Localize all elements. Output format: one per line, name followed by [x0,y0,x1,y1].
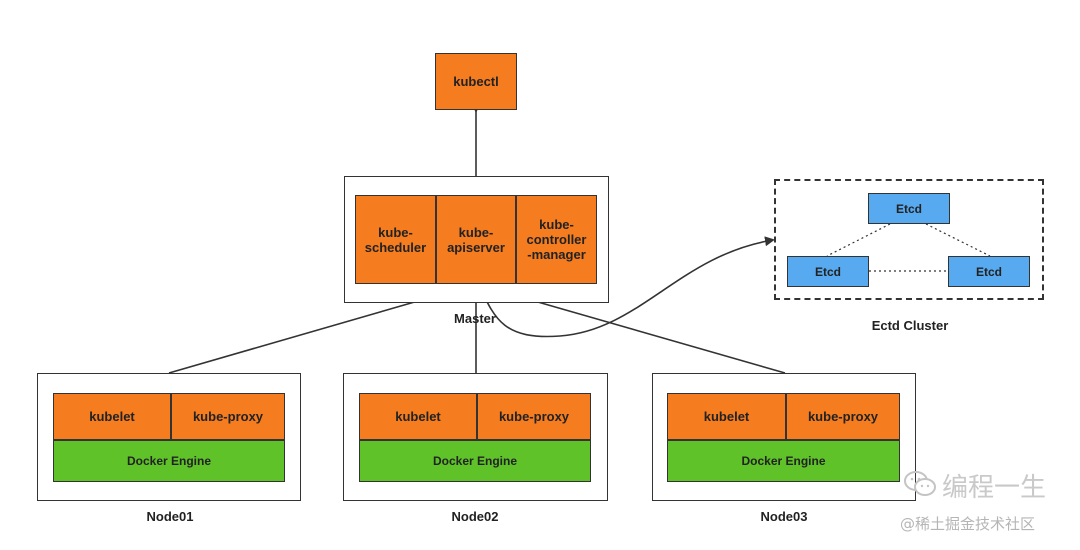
etcd-cluster-frame [774,179,1044,300]
kube-controller-manager-box: kube- controller -manager [516,195,597,284]
etcd-left-box: Etcd [787,256,869,287]
node03-kube-proxy-label: kube-proxy [807,409,879,424]
etcd-right-label: Etcd [975,264,1002,279]
etcd-top-box: Etcd [868,193,950,224]
node02-docker-engine-label: Docker Engine [432,454,518,468]
kube-apiserver-label: kube- apiserver [447,224,505,255]
node01-docker-engine-box: Docker Engine [53,440,285,482]
etcd-link-top-left [826,223,891,257]
node03-kubelet-label: kubelet [703,409,750,424]
node02-kube-proxy-box: kube-proxy [477,393,591,440]
kube-scheduler-label: kube- scheduler [364,224,427,255]
kube-apiserver-box: kube- apiserver [436,195,516,284]
node02-kubelet-label: kubelet [395,409,441,424]
etcd-top-label: Etcd [895,201,922,216]
etcd-left-label: Etcd [814,264,841,279]
etcd-link-top-right [925,223,991,257]
node01-caption: Node01 [146,509,194,524]
master-caption: Master [454,311,496,326]
node03-kubelet-box: kubelet [667,393,786,440]
kubectl-box: kubectl [435,53,517,110]
node01-kubelet-box: kubelet [53,393,171,440]
node03-docker-engine-box: Docker Engine [667,440,900,482]
wechat-icon [903,470,937,503]
watermark-subtitle: @稀土掘金技术社区 [900,515,1036,533]
node03-kube-proxy-box: kube-proxy [786,393,900,440]
apiserver-etcd-arrow [479,236,775,338]
kubectl-label: kubectl [453,74,499,89]
node01-kube-proxy-box: kube-proxy [171,393,285,440]
node01-kubelet-label: kubelet [89,409,135,424]
node03-docker-engine-label: Docker Engine [741,454,826,468]
node01-docker-engine-label: Docker Engine [126,454,212,468]
node02-caption: Node02 [451,509,499,524]
node02-kubelet-box: kubelet [359,393,477,440]
etcd-right-box: Etcd [948,256,1030,287]
node01-kube-proxy-label: kube-proxy [192,409,264,424]
kube-controller-manager-label: kube- controller -manager [526,217,587,262]
node02-docker-engine-box: Docker Engine [359,440,591,482]
node02-kube-proxy-label: kube-proxy [498,409,570,424]
watermark-title: 编程一生 [942,473,1047,503]
kube-scheduler-box: kube- scheduler [355,195,436,284]
node03-caption: Node03 [760,509,808,524]
etcd-cluster-caption: Ectd Cluster [871,318,949,333]
